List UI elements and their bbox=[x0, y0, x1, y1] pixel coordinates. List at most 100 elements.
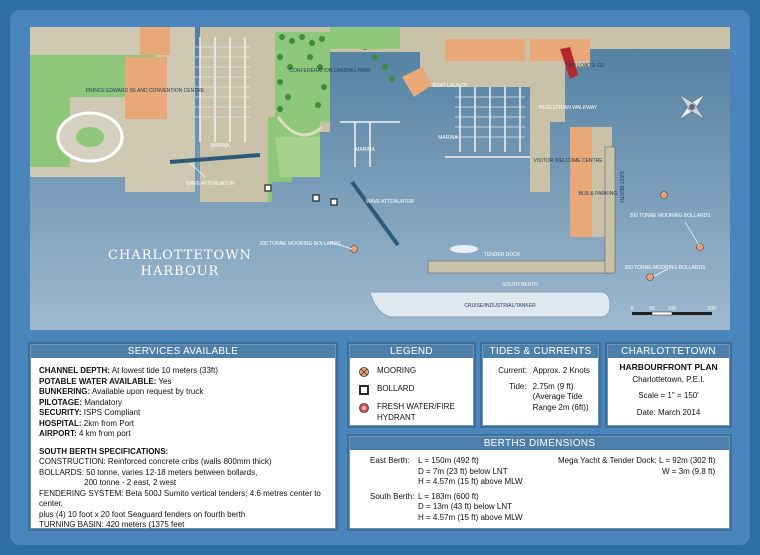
park-top-green bbox=[330, 27, 400, 49]
tides-current-row: Current: Approx. 2 Knots bbox=[487, 366, 594, 377]
east-berth-shed bbox=[570, 127, 592, 237]
legend-bollard: BOLLARD bbox=[358, 384, 465, 396]
service-value: At lowest tide 10 meters (33ft) bbox=[109, 366, 219, 375]
park-lawn bbox=[275, 137, 320, 177]
south-berth-depth: D = 13m (43 ft) below LNT bbox=[418, 502, 513, 511]
service-row: AIRPORT: 4 km from port bbox=[39, 429, 327, 440]
legend-mooring-label: MOORING bbox=[377, 366, 417, 375]
plan-header: CHARLOTTETOWN bbox=[608, 345, 729, 358]
east-berth-depth: D = 7m (23 ft) below LNT bbox=[418, 466, 508, 476]
south-berth-label: South Berth: bbox=[370, 491, 415, 501]
service-row: POTABLE WATER AVAILABLE: Yes bbox=[39, 377, 327, 388]
services-body: CHANNEL DEPTH: At lowest tide 10 meters … bbox=[31, 358, 335, 535]
legend-bollard-label: BOLLARD bbox=[377, 384, 415, 393]
scale-tick-0: 0 bbox=[631, 306, 634, 312]
plan-title: HARBOURFRONT PLAN bbox=[619, 362, 718, 372]
service-row: HOSPITAL: 2km from Port bbox=[39, 419, 327, 430]
pavilion bbox=[402, 67, 432, 97]
east-berth-length: L = 150m (492 ft) bbox=[418, 456, 479, 465]
plan-place: Charlottetown, P.E.I. bbox=[632, 374, 705, 384]
marina-docks bbox=[199, 37, 530, 167]
south-berth-block: South Berth: L = 183m (600 ft) D = 13m (… bbox=[370, 492, 721, 524]
legend-panel: LEGEND MOORING BOLLARD FRESH WATER/FIRE … bbox=[349, 344, 474, 426]
convention-centre-building bbox=[125, 57, 167, 119]
service-key: CHANNEL DEPTH: bbox=[39, 366, 110, 375]
east-berth-block: East Berth: L = 150m (492 ft) D = 7m (23… bbox=[370, 456, 721, 488]
harbour-map: CONFEDERATION LANDING PARK PRINCE EDWARD… bbox=[30, 27, 730, 330]
map-title-line2: HARBOUR bbox=[141, 264, 220, 279]
berths-body: East Berth: L = 150m (492 ft) D = 7m (23… bbox=[350, 450, 729, 527]
east-berth-pier bbox=[604, 146, 616, 274]
service-row: BUNKERING: Available upon request by tru… bbox=[39, 387, 327, 398]
legend-hydrant: FRESH WATER/FIRE HYDRANT bbox=[358, 402, 465, 423]
service-key: PILOTAGE: bbox=[39, 397, 82, 407]
roundabout-centre bbox=[76, 127, 104, 147]
scale-bar bbox=[632, 311, 712, 316]
label-pei-centre: PRINCE EDWARD ISLAND CONVENTION CENTRE bbox=[86, 88, 205, 94]
label-boat-launch: BOAT LAUNCH bbox=[432, 83, 467, 89]
label-confederation-park: CONFEDERATION LANDING PARK bbox=[289, 68, 371, 74]
map-labels: CONFEDERATION LANDING PARK PRINCE EDWARD… bbox=[86, 63, 711, 309]
service-row: PILOTAGE: Mandatory bbox=[39, 398, 327, 409]
legend-header: LEGEND bbox=[350, 345, 473, 358]
building-mid bbox=[530, 39, 590, 61]
label-wave-center: WAVE ATTENUATOR bbox=[366, 199, 415, 205]
berths-header: BERTHS DIMENSIONS bbox=[350, 437, 729, 450]
label-tender-dock: TENDER DOCK bbox=[484, 252, 521, 258]
scale-tick-100: 100 bbox=[668, 306, 677, 312]
label-marina-right: MARINA bbox=[438, 135, 458, 141]
service-key: AIRPORT: bbox=[39, 429, 77, 438]
plan-scale: Scale = 1" = 150' bbox=[638, 391, 699, 400]
south-berth-spec-title: SOUTH BERTH SPECIFICATIONS: bbox=[39, 446, 169, 456]
leader-lines bbox=[189, 162, 700, 277]
berths-panel: BERTHS DIMENSIONS East Berth: L = 150m (… bbox=[349, 436, 730, 529]
service-value: ISPS Compliant bbox=[81, 408, 141, 417]
legend-mooring: MOORING bbox=[358, 366, 465, 378]
land-right bbox=[605, 27, 730, 49]
label-marina-center: MARINA bbox=[355, 147, 375, 153]
mega-yacht-width: W = 3m (9.8 ft) bbox=[662, 466, 716, 476]
cruise-ship bbox=[369, 291, 611, 318]
services-list: CHANNEL DEPTH: At lowest tide 10 meters … bbox=[39, 366, 327, 440]
service-value: 4 km from port bbox=[76, 429, 131, 438]
service-value: 2km from Port bbox=[81, 418, 134, 428]
service-value: Yes bbox=[156, 376, 172, 386]
label-wave-left: WAVE ATTENUATOR bbox=[186, 181, 235, 187]
label-mooring-200: 200 TONNE MOORING BOLLARDS bbox=[260, 241, 342, 247]
tides-body: Current: Approx. 2 Knots Tide: 2.75m (9 … bbox=[483, 358, 598, 422]
scale-ticks: 0 50 100 200' bbox=[631, 306, 717, 312]
spec-line-3: 200 tonne - 2 east, 2 west bbox=[84, 478, 177, 487]
label-bus-parking: BUS & PARKING bbox=[579, 191, 618, 197]
tides-panel: TIDES & CURRENTS Current: Approx. 2 Knot… bbox=[482, 344, 599, 426]
spec-line-1: CONSTRUCTION: Reinforced concrete cribs … bbox=[39, 457, 272, 466]
park-path bbox=[276, 116, 324, 137]
spec-line-6: TURNING BASIN: 420 meters (1375 feet bbox=[39, 520, 185, 529]
plan-date: Date: March 2014 bbox=[636, 407, 701, 417]
spec-line-5: plus (4) 10 foot x 20 foot Seaguard fend… bbox=[39, 509, 246, 519]
service-row: CHANNEL DEPTH: At lowest tide 10 meters … bbox=[39, 366, 327, 377]
east-berth-label: East Berth: bbox=[370, 456, 410, 465]
service-row: SECURITY: ISPS Compliant bbox=[39, 408, 327, 419]
mooring-icon bbox=[359, 367, 369, 377]
south-berth-pier bbox=[427, 260, 611, 274]
label-marina-left: MARINA bbox=[210, 143, 230, 149]
mega-yacht-label: Mega Yacht & Tender Dock: bbox=[558, 456, 657, 465]
scale-tick-50: 50 bbox=[649, 306, 655, 312]
south-berth-height: H = 4.57m (15 ft) above MLW bbox=[418, 512, 523, 522]
service-key: HOSPITAL: bbox=[39, 418, 82, 428]
label-taxi: TAXI LOAD & GO bbox=[565, 63, 605, 69]
taxi-stand bbox=[560, 47, 578, 79]
tides-header: TIDES & CURRENTS bbox=[483, 345, 598, 358]
building-top-left bbox=[140, 27, 170, 55]
label-pedestrian: PEDESTRIAN WALKWAY bbox=[539, 105, 598, 111]
tides-tide-row: Tide: 2.75m (9 ft) (Average Tide Range 2… bbox=[487, 382, 594, 414]
legend-hydrant-label: FRESH WATER/FIRE HYDRANT bbox=[377, 402, 455, 422]
marina-slips bbox=[195, 46, 525, 138]
map-title-line1: CHARLOTTETOWN bbox=[108, 248, 252, 263]
label-east-berth: EAST BERTH bbox=[618, 171, 624, 203]
services-header: SERVICES AVAILABLE bbox=[31, 345, 335, 358]
plan-body: HARBOURFRONT PLAN Charlottetown, P.E.I. … bbox=[608, 358, 729, 422]
label-cruise: CRUISE/INDUSTRIAL/TANKER bbox=[464, 303, 536, 309]
tides-tide-label: Tide: bbox=[509, 381, 527, 391]
services-panel: SERVICES AVAILABLE CHANNEL DEPTH: At low… bbox=[30, 344, 336, 529]
